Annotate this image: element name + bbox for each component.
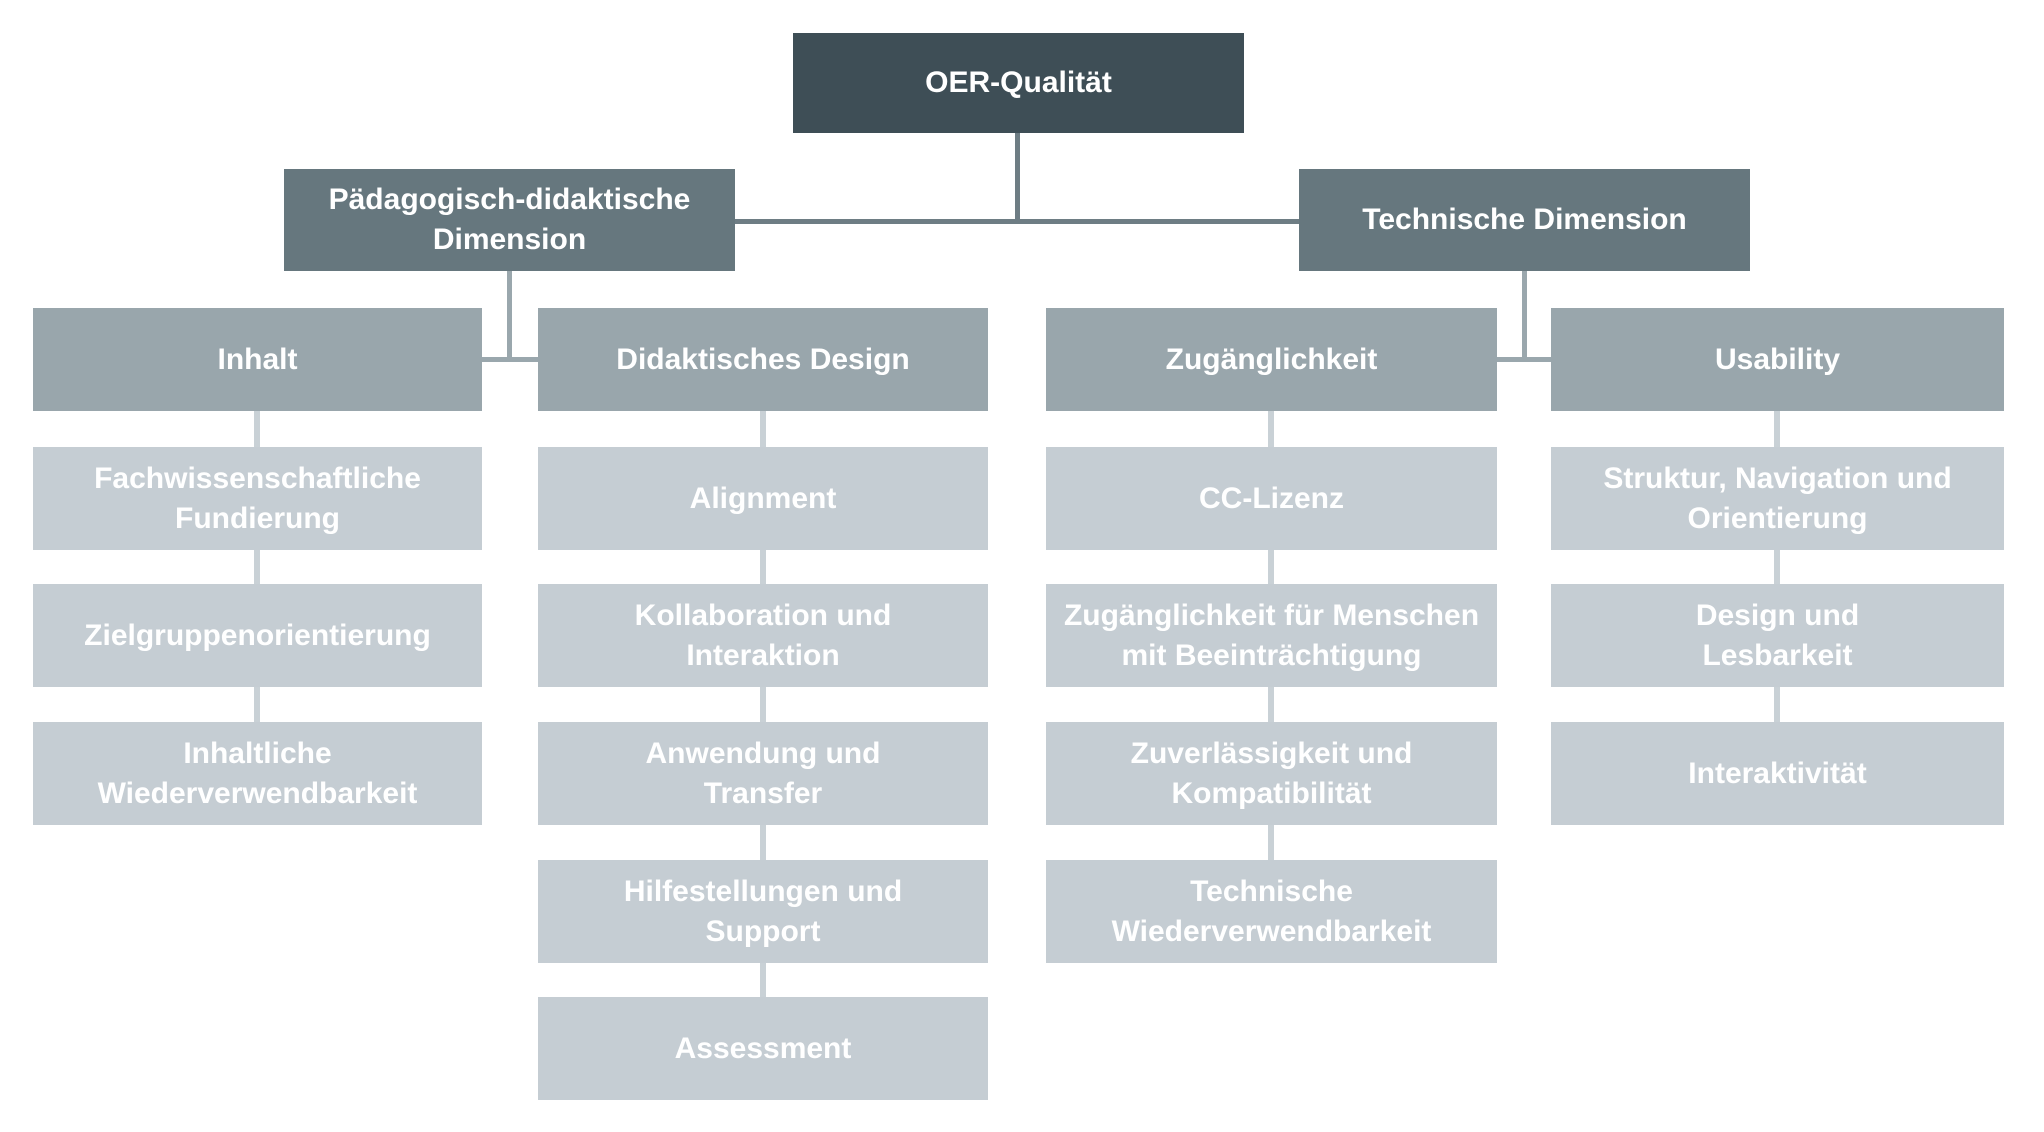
connector-usability-3 [1774, 687, 1780, 722]
connector-zugaenglichkeit-4 [1268, 825, 1274, 860]
node-zugaenglichkeit-fuer-menschen-mit-beeintraechtigung: Zugänglichkeit für Menschen mit Beeinträ… [1046, 584, 1497, 687]
node-struktur-navigation-und-orientierung: Struktur, Navigation und Orientierung [1551, 447, 2004, 550]
connector-inhalt-2 [254, 550, 260, 584]
node-technische-wiederverwendbarkeit: Technische Wiederverwendbarkeit [1046, 860, 1497, 963]
node-fachwissenschaftliche-fundierung: Fachwissenschaftliche Fundierung [33, 447, 482, 550]
node-cc-lizenz: CC-Lizenz [1046, 447, 1497, 550]
node-zuverlaessigkeit-und-kompatibilitaet: Zuverlässigkeit und Kompatibilität [1046, 722, 1497, 825]
connector-paed-dim-horizontal [482, 357, 538, 362]
connector-usability-2 [1774, 550, 1780, 584]
connector-zugaenglichkeit-3 [1268, 687, 1274, 722]
node-design-und-lesbarkeit: Design und Lesbarkeit [1551, 584, 2004, 687]
node-didaktisches-design: Didaktisches Design [538, 308, 988, 411]
node-zielgruppenorientierung: Zielgruppenorientierung [33, 584, 482, 687]
connector-didaktik-3 [760, 687, 766, 722]
connector-root-vertical [1015, 133, 1020, 224]
connector-tech-dim-horizontal [1497, 357, 1551, 362]
node-alignment: Alignment [538, 447, 988, 550]
connector-didaktik-5 [760, 963, 766, 997]
node-usability: Usability [1551, 308, 2004, 411]
node-assessment: Assessment [538, 997, 988, 1100]
node-kollaboration-und-interaktion: Kollaboration und Interaktion [538, 584, 988, 687]
node-oer-qualitaet: OER-Qualität [793, 33, 1244, 133]
connector-zugaenglichkeit-1 [1268, 411, 1274, 447]
node-interaktivitaet: Interaktivität [1551, 722, 2004, 825]
connector-inhalt-1 [254, 411, 260, 447]
connector-tech-dim-vertical [1522, 271, 1527, 362]
connector-didaktik-1 [760, 411, 766, 447]
connector-inhalt-3 [254, 687, 260, 722]
node-inhaltliche-wiederverwendbarkeit: Inhaltliche Wiederverwendbarkeit [33, 722, 482, 825]
node-technische-dimension: Technische Dimension [1299, 169, 1750, 271]
node-paedagogisch-didaktische-dimension: Pädagogisch-didaktische Dimension [284, 169, 735, 271]
connector-didaktik-2 [760, 550, 766, 584]
node-zugaenglichkeit: Zugänglichkeit [1046, 308, 1497, 411]
connector-zugaenglichkeit-2 [1268, 550, 1274, 584]
node-hilfestellungen-und-support: Hilfestellungen und Support [538, 860, 988, 963]
node-inhalt: Inhalt [33, 308, 482, 411]
connector-paed-dim-vertical [507, 271, 512, 362]
connector-didaktik-4 [760, 825, 766, 860]
node-anwendung-und-transfer: Anwendung und Transfer [538, 722, 988, 825]
connector-usability-1 [1774, 411, 1780, 447]
connector-root-horizontal [735, 219, 1299, 224]
